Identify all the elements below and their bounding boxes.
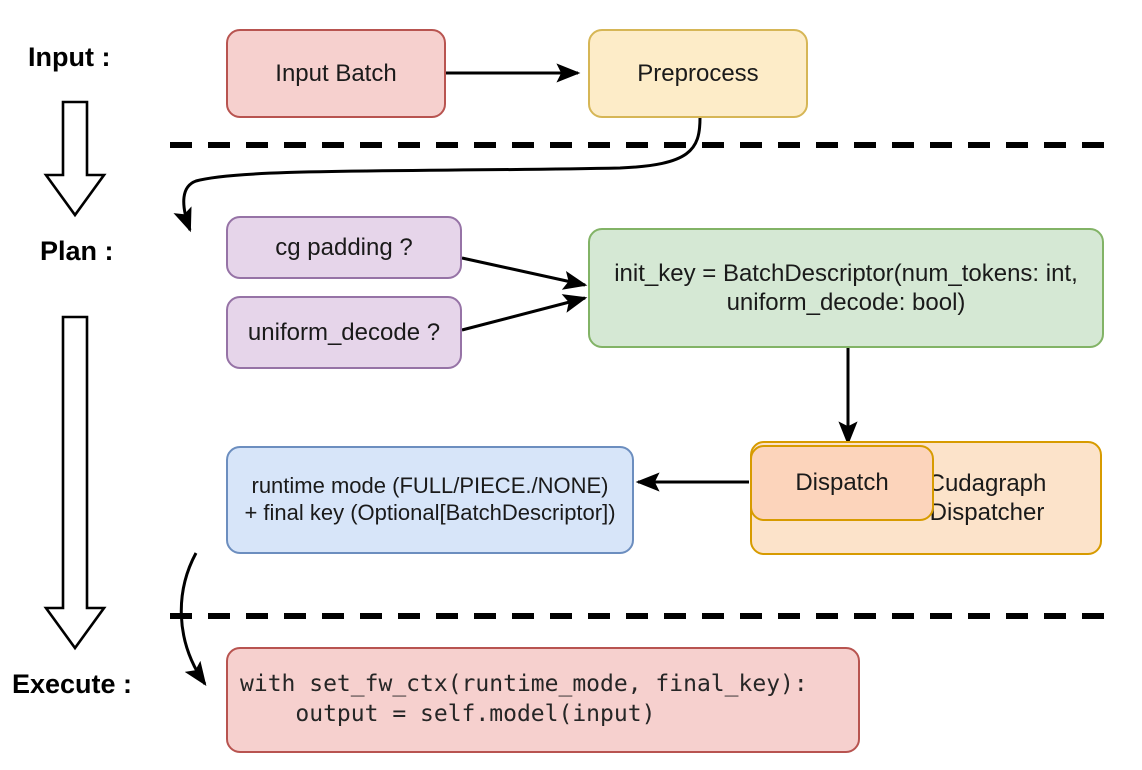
node-init-key-label-line1: init_key = BatchDescriptor(num_tokens: i… — [614, 259, 1078, 287]
node-runtime-mode[interactable]: runtime mode (FULL/PIECE./NONE) + final … — [226, 446, 634, 554]
node-dispatch-label: Dispatch — [795, 469, 889, 497]
node-preprocess[interactable]: Preprocess — [588, 29, 808, 118]
stage-arrow-plan-to-execute — [43, 315, 107, 651]
stage-arrow-input-to-plan — [43, 100, 107, 218]
node-init-key-label-line2: uniform_decode: bool) — [726, 289, 966, 316]
edge-runtime-mode-to-execute-code — [179, 552, 207, 686]
node-cg-padding[interactable]: cg padding ? — [226, 216, 462, 279]
node-cg-padding-label: cg padding ? — [275, 233, 413, 261]
node-init-key[interactable]: init_key = BatchDescriptor(num_tokens: i… — [588, 228, 1104, 348]
edge-uniform-decode-to-init-key — [461, 294, 588, 332]
node-input-batch[interactable]: Input Batch — [226, 29, 446, 118]
node-execute-code-line2: output = self.model(input) — [240, 701, 656, 727]
node-runtime-mode-label-line1: runtime mode (FULL/PIECE./NONE) — [251, 473, 609, 499]
node-cudagraph-dispatcher-label: Cudagraph Dispatcher — [927, 469, 1047, 526]
node-preprocess-label: Preprocess — [637, 59, 759, 87]
stage-label-input: Input : — [28, 42, 111, 72]
node-execute-code-line1: with set_fw_ctx(runtime_mode, final_key)… — [240, 671, 808, 698]
node-input-batch-label: Input Batch — [275, 59, 397, 87]
node-uniform-decode-label: uniform_decode ? — [247, 318, 441, 346]
edge-preprocess-to-cg-padding — [173, 117, 702, 233]
node-execute-code[interactable]: with set_fw_ctx(runtime_mode, final_key)… — [226, 647, 860, 753]
stage-label-plan: Plan : — [40, 236, 114, 266]
node-uniform-decode[interactable]: uniform_decode ? — [226, 296, 462, 369]
node-dispatch[interactable]: Dispatch — [750, 445, 934, 521]
stage-label-execute: Execute : — [12, 669, 133, 699]
node-runtime-mode-label-line2: + final key (Optional[BatchDescriptor]) — [244, 500, 616, 525]
edge-cg-padding-to-init-key — [461, 256, 588, 290]
